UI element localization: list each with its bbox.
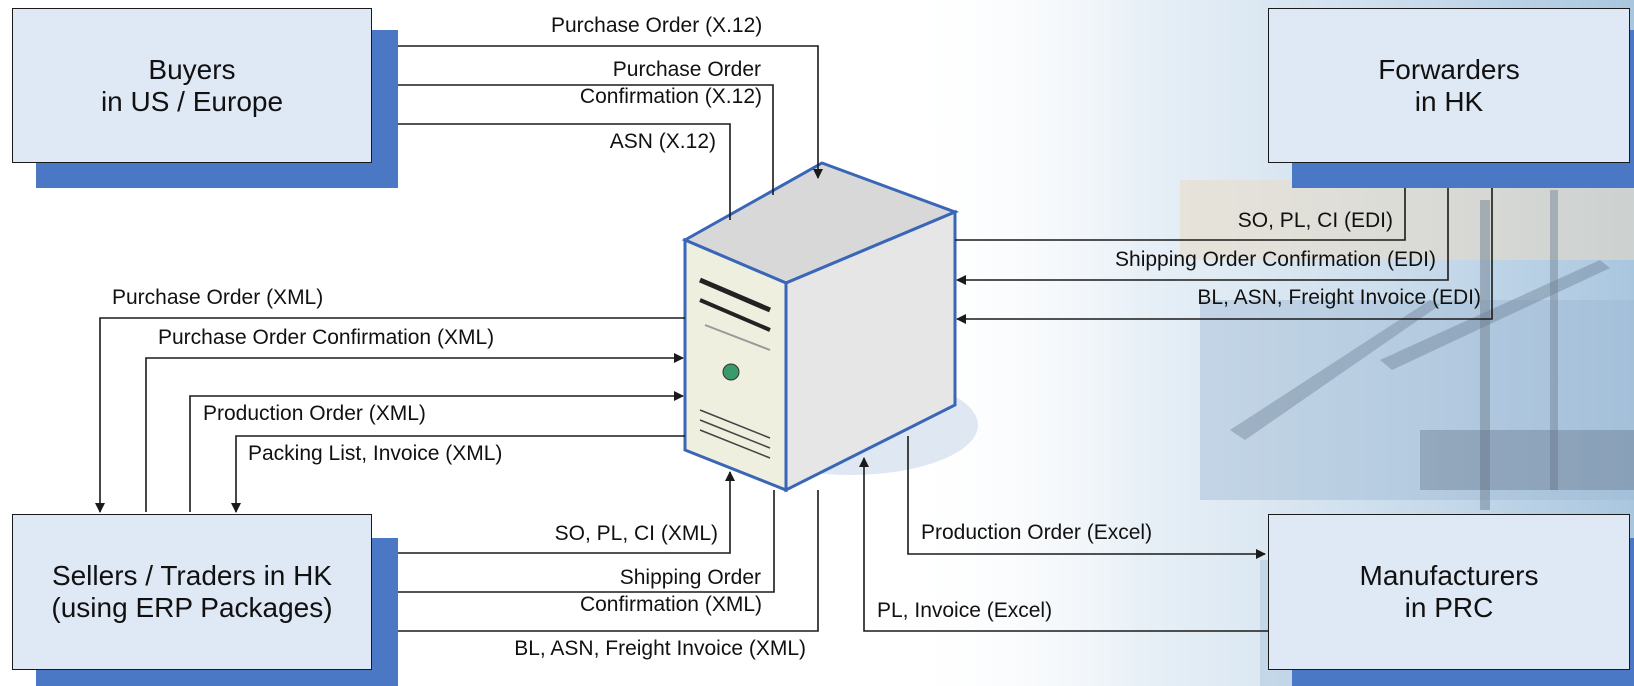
forwarders-line1: Forwarders <box>1378 53 1520 85</box>
arrow-sellers-soc <box>372 490 775 597</box>
label-sellers-soc-2: Confirmation (XML) <box>579 593 762 616</box>
arrow-sellers-poc <box>145 353 684 512</box>
label-buyers-po: Purchase Order (X.12) <box>551 14 763 37</box>
arrow-buyers-po <box>370 45 823 179</box>
arrow-sellers-bl <box>372 490 819 636</box>
label-sellers-prod: Production Order (XML) <box>203 402 426 425</box>
arrow-sellers-prod <box>189 391 684 512</box>
label-sellers-soc-1: Shipping Order <box>619 566 761 589</box>
label-buyers-poc-2: Confirmation (X.12) <box>579 85 762 108</box>
label-mfr-pl: PL, Invoice (Excel) <box>877 599 1053 622</box>
arrow-sellers-po <box>95 317 685 513</box>
arrow-sellers-so <box>370 471 735 554</box>
label-sellers-po: Purchase Order (XML) <box>112 286 324 309</box>
sellers-line1: Sellers / Traders in HK <box>51 560 333 591</box>
connector-lines <box>95 45 1493 636</box>
arrow-sellers-pl <box>231 435 685 513</box>
buyers-line1: Buyers <box>148 53 236 85</box>
manufacturers-line2: in PRC <box>1404 592 1494 623</box>
arrow-fwd-so <box>955 162 1410 241</box>
label-sellers-so: SO, PL, CI (XML) <box>554 522 718 545</box>
arrow-mfr-pl <box>859 457 1268 632</box>
label-sellers-poc: Purchase Order Confirmation (XML) <box>158 326 495 349</box>
buyers-line2: in US / Europe <box>100 85 284 117</box>
sellers-line2: (using ERP Packages) <box>51 592 333 623</box>
label-buyers-asn: ASN (X.12) <box>609 130 716 153</box>
forwarders-line2: in HK <box>1414 85 1484 117</box>
arrow-fwd-soc <box>956 160 1449 285</box>
manufacturers-line1: Manufacturers <box>1359 560 1539 591</box>
arrow-buyers-asn <box>372 119 731 220</box>
arrow-mfr-prod <box>907 436 1266 559</box>
label-fwd-soc: Shipping Order Confirmation (EDI) <box>1115 248 1436 271</box>
central-server-icon <box>681 161 978 493</box>
label-sellers-bl: BL, ASN, Freight Invoice (XML) <box>514 637 806 660</box>
label-fwd-so: SO, PL, CI (EDI) <box>1237 209 1393 232</box>
label-buyers-poc-1: Purchase Order <box>612 58 761 81</box>
label-fwd-bl: BL, ASN, Freight Invoice (EDI) <box>1197 286 1481 309</box>
label-mfr-prod: Production Order (Excel) <box>921 521 1153 544</box>
arrow-buyers-poc <box>372 80 774 195</box>
label-sellers-pl: Packing List, Invoice (XML) <box>248 442 503 465</box>
arrow-fwd-bl <box>956 160 1493 324</box>
sellers-box: Sellers / Traders in HK(using ERP Packag… <box>12 514 372 670</box>
